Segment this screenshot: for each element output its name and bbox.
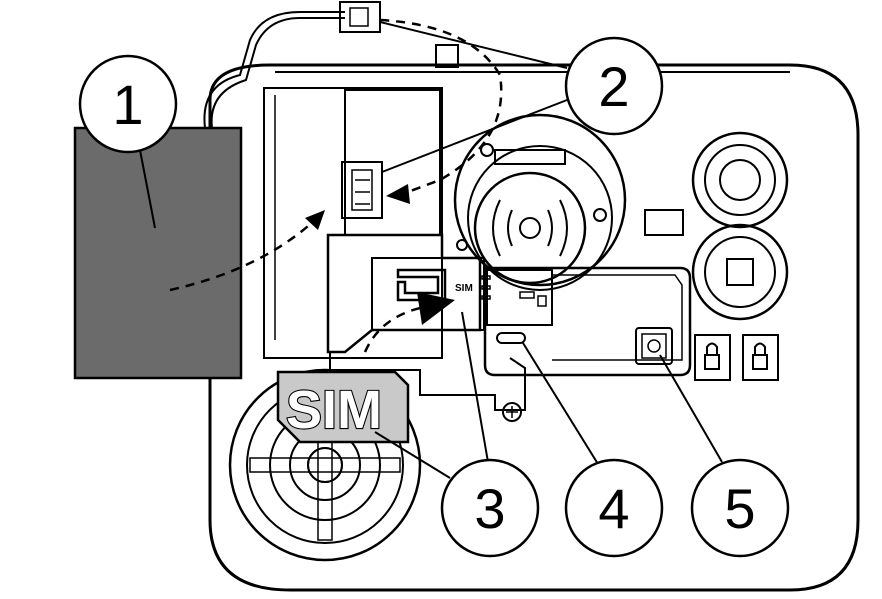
callout-1: 1 bbox=[78, 54, 178, 154]
lock-icon bbox=[742, 334, 779, 381]
callout-2-label: 2 bbox=[598, 55, 629, 118]
upper-socket bbox=[691, 131, 789, 229]
connect-plug-arrow bbox=[379, 18, 503, 195]
leader-line-3a bbox=[374, 431, 451, 479]
leader-line-2a bbox=[379, 21, 568, 69]
callout-1-label: 1 bbox=[112, 73, 143, 136]
battery-plug bbox=[339, 1, 381, 33]
callout-4: 4 bbox=[564, 458, 664, 558]
inner-compartment bbox=[263, 87, 443, 359]
lock-icon bbox=[694, 334, 731, 381]
leader-line-3b bbox=[461, 311, 489, 463]
leader-line-5 bbox=[659, 354, 723, 463]
tamper-switch bbox=[635, 327, 673, 365]
arrowhead bbox=[386, 184, 410, 204]
leader-line-4 bbox=[522, 342, 599, 465]
arrowhead bbox=[305, 210, 325, 230]
mount-screw bbox=[502, 402, 522, 422]
sim-card: SIM bbox=[276, 370, 410, 444]
board-connector bbox=[341, 161, 383, 219]
status-led bbox=[496, 332, 526, 344]
arrowhead bbox=[417, 292, 455, 325]
callout-3-label: 3 bbox=[474, 477, 505, 540]
leader-line-2b bbox=[381, 99, 568, 173]
battery-wire-2 bbox=[210, 17, 345, 129]
device-housing bbox=[208, 63, 860, 592]
leader-line-1 bbox=[139, 149, 156, 229]
callout-5-label: 5 bbox=[724, 477, 755, 540]
insert-sim-arrow bbox=[363, 306, 421, 353]
module-chip bbox=[486, 269, 553, 326]
callout-4-label: 4 bbox=[598, 477, 629, 540]
lower-socket bbox=[691, 223, 789, 321]
indicator-window bbox=[644, 209, 684, 236]
circuit-board bbox=[483, 266, 692, 377]
mount-bracket bbox=[329, 352, 526, 411]
sim-card-label: SIM bbox=[286, 380, 382, 440]
callout-2: 2 bbox=[564, 36, 664, 136]
sim-slot-label: SIM bbox=[455, 283, 473, 294]
sim-slot: SIM bbox=[326, 233, 491, 354]
siren bbox=[453, 113, 627, 291]
battery bbox=[73, 126, 243, 380]
chip-part bbox=[519, 291, 535, 299]
top-clip bbox=[435, 44, 459, 68]
board-inner bbox=[552, 274, 683, 361]
chip-part bbox=[537, 295, 547, 307]
insert-battery-arrow bbox=[169, 219, 316, 292]
callout-3: 3 bbox=[440, 458, 540, 558]
callout-5: 5 bbox=[690, 458, 790, 558]
battery-wire bbox=[203, 11, 345, 129]
